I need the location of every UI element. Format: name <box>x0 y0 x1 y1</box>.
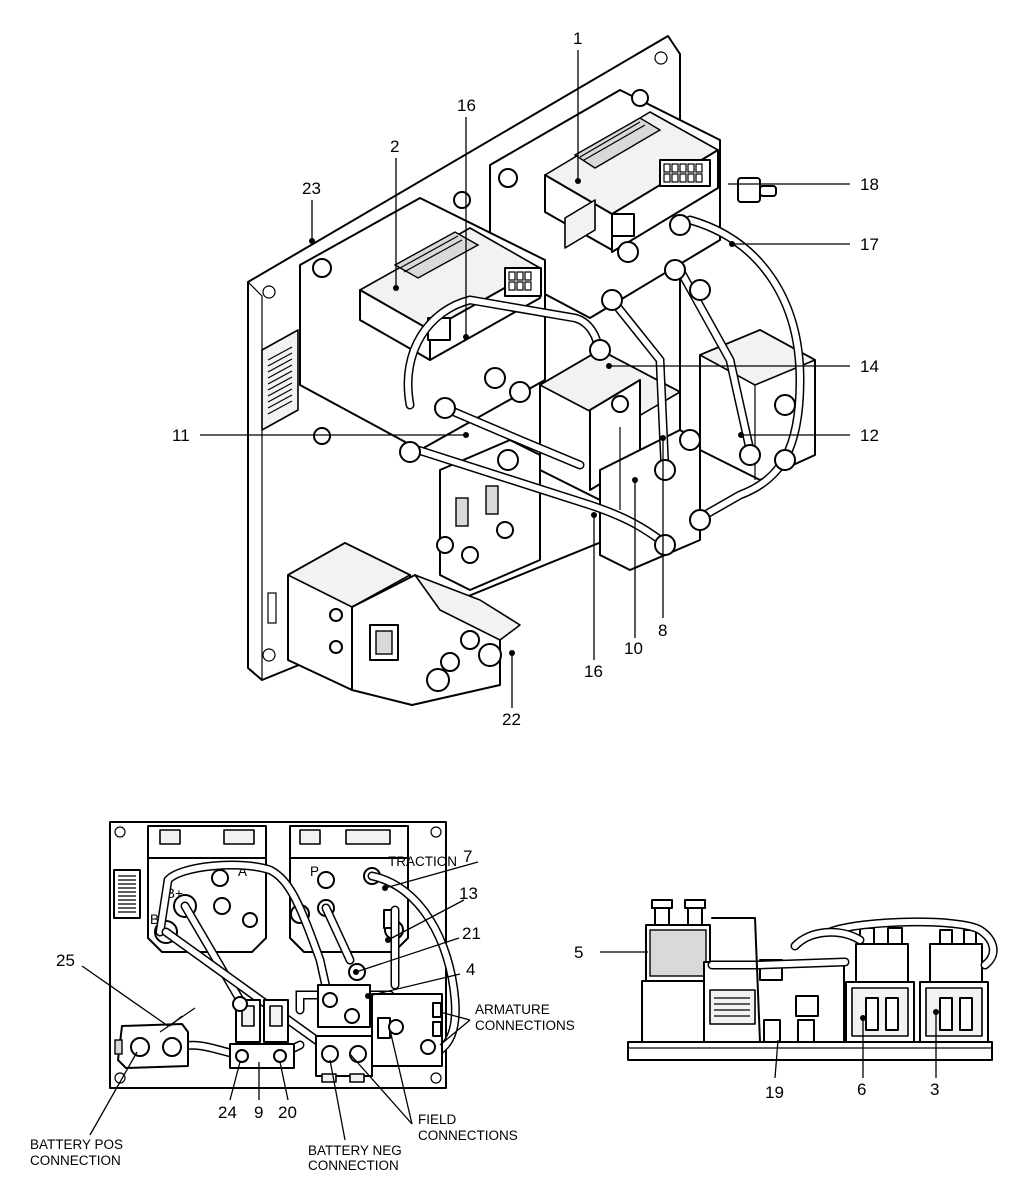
terminal-label-traction: TRACTION <box>388 854 457 869</box>
top-view-controller-left: B+ A B- <box>147 825 267 953</box>
callout-9: 9 <box>254 1103 263 1122</box>
barcode-label <box>113 869 141 919</box>
top-view-callouts: 7 13 21 4 25 24 9 20 ARMATURE CONNECTION… <box>30 847 575 1173</box>
battery-pos-label-line1: BATTERY POS <box>30 1137 123 1152</box>
callout-18: 18 <box>860 175 879 194</box>
plug-connector <box>737 177 777 203</box>
controller-2 <box>299 191 546 451</box>
callout-13: 13 <box>459 884 478 903</box>
side-contactor-3 <box>919 929 989 1043</box>
side-contactor-6 <box>845 927 915 1043</box>
side-callouts: 5 19 6 3 <box>574 943 939 1102</box>
battery-neg-label-line1: BATTERY NEG <box>308 1143 402 1158</box>
terminal-bolts <box>399 214 796 564</box>
callout-20: 20 <box>278 1103 297 1122</box>
callout-16-bottom: 16 <box>584 662 603 681</box>
callout-14: 14 <box>860 357 879 376</box>
callout-22: 22 <box>502 710 521 729</box>
terminal-label-p: P <box>310 864 319 879</box>
armature-label-line2: CONNECTIONS <box>475 1018 575 1033</box>
label-plate <box>261 329 299 431</box>
main-contactor <box>287 542 521 706</box>
side-cables <box>707 917 998 1043</box>
callout-12: 12 <box>860 426 879 445</box>
callout-2: 2 <box>390 137 399 156</box>
callout-21: 21 <box>462 924 481 943</box>
top-view-leader-lines <box>81 861 479 1141</box>
battery-neg-label-line2: CONNECTION <box>308 1158 399 1173</box>
callout-24: 24 <box>218 1103 237 1122</box>
terminal-label-a: A <box>238 864 247 879</box>
callout-23: 23 <box>302 179 321 198</box>
field-label-line1: FIELD <box>418 1112 457 1127</box>
callout-5: 5 <box>574 943 583 962</box>
callout-19: 19 <box>765 1083 784 1102</box>
callout-11: 11 <box>172 426 190 445</box>
top-leader-lines <box>200 50 850 708</box>
callout-25: 25 <box>56 951 75 970</box>
callout-8: 8 <box>658 621 667 640</box>
callout-3: 3 <box>930 1080 939 1099</box>
callout-17: 17 <box>860 235 879 254</box>
top-view-components <box>114 963 443 1083</box>
battery-pos-label-line2: CONNECTION <box>30 1153 121 1168</box>
callout-4: 4 <box>466 960 475 979</box>
armature-label-line1: ARMATURE <box>475 1002 550 1017</box>
callout-10: 10 <box>624 639 643 658</box>
contactor-block <box>539 349 701 571</box>
top-callouts: 1 2 16 23 18 17 14 12 11 8 10 16 22 <box>172 29 879 729</box>
side-view-panel: 5 19 6 3 <box>574 899 998 1102</box>
side-controllers <box>703 959 845 1043</box>
field-label-line2: CONNECTIONS <box>418 1128 518 1143</box>
power-cables <box>403 215 805 545</box>
callout-6: 6 <box>857 1080 866 1099</box>
callout-16-top: 16 <box>457 96 476 115</box>
callout-1: 1 <box>573 29 582 48</box>
side-contactor-5 <box>641 899 715 1043</box>
side-leader-lines <box>600 951 939 1079</box>
isometric-panel-assembly <box>247 35 816 706</box>
top-view-panel: B+ A B- P TRACTION <box>30 821 575 1173</box>
callout-7: 7 <box>463 847 472 866</box>
